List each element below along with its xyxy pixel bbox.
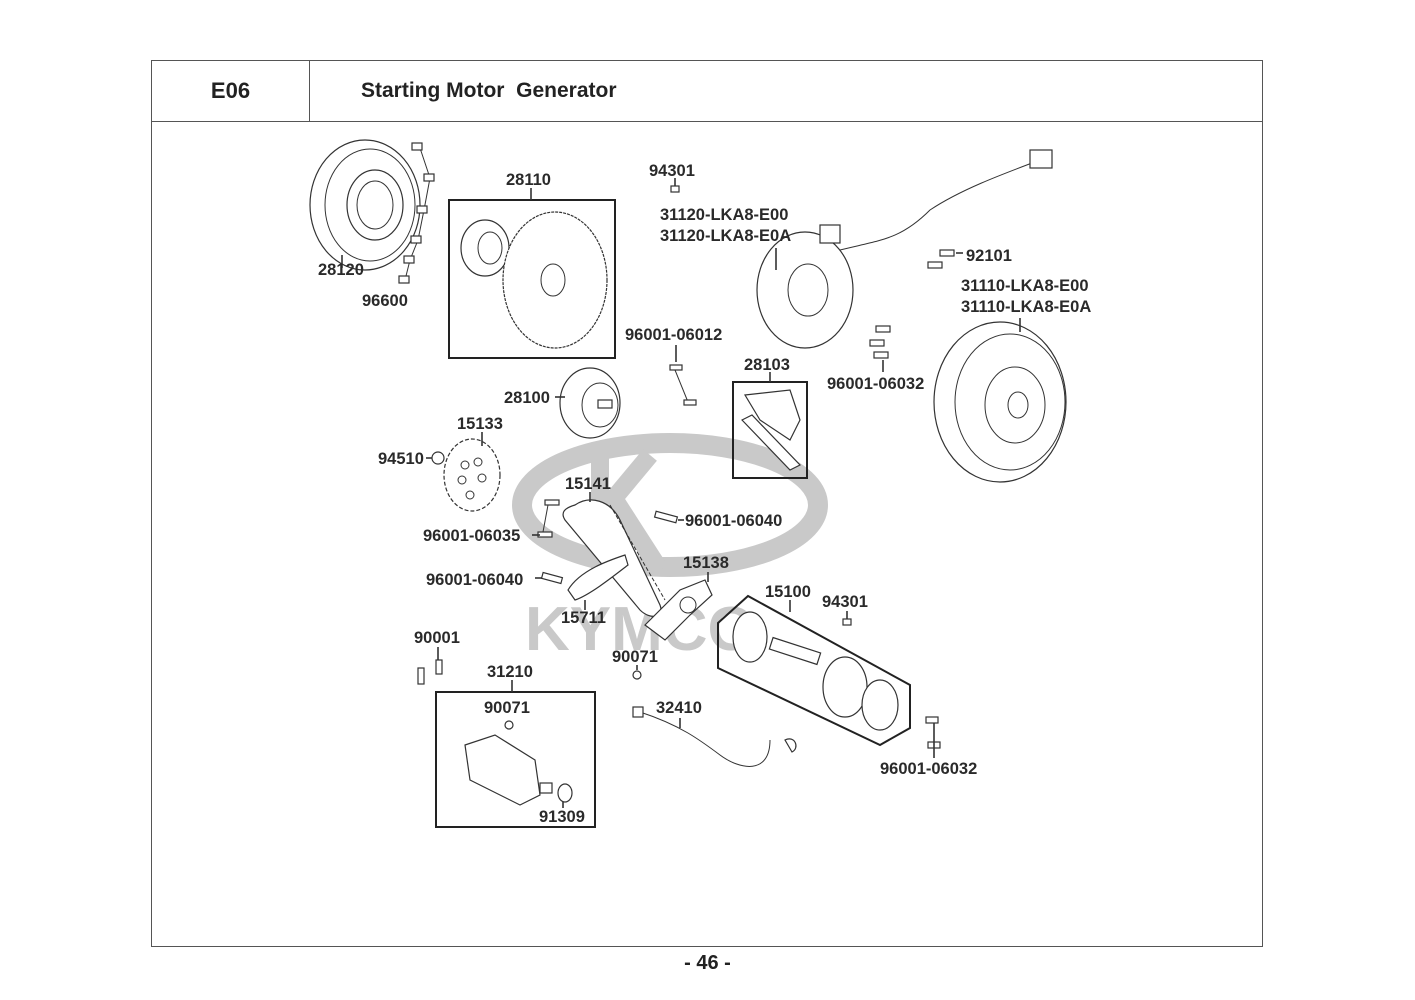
part-28103-chain-guide[interactable] xyxy=(741,389,801,471)
part-28100-hub[interactable] xyxy=(559,367,621,439)
header-divider xyxy=(151,121,1263,122)
part-label-94510[interactable]: 94510 xyxy=(378,450,424,468)
part-label-94301-bottom[interactable]: 94301 xyxy=(822,593,868,611)
part-96001-06040-bolt-left[interactable] xyxy=(540,571,564,585)
part-94510-circlip[interactable] xyxy=(431,451,445,465)
part-label-96600[interactable]: 96600 xyxy=(362,292,408,310)
part-90071-nut-mid[interactable] xyxy=(632,670,642,680)
part-label-28100[interactable]: 28100 xyxy=(504,389,550,407)
part-96001-06035-bolt[interactable] xyxy=(537,499,560,538)
part-label-28103[interactable]: 28103 xyxy=(744,356,790,374)
part-label-31110-lka8-e00[interactable]: 31110-LKA8-E00 xyxy=(961,277,1089,295)
part-label-31210[interactable]: 31210 xyxy=(487,663,533,681)
part-label-28120[interactable]: 28120 xyxy=(318,261,364,279)
part-15711-tensioner[interactable] xyxy=(567,554,629,601)
section-code: E06 xyxy=(210,78,251,103)
part-90071-nut-box[interactable] xyxy=(504,720,514,730)
part-28120-clutch-housing[interactable] xyxy=(309,139,421,271)
part-label-90071-mid[interactable]: 90071 xyxy=(612,648,658,666)
group-box-15100 xyxy=(717,594,911,747)
part-15100-starter-assembly[interactable] xyxy=(732,611,899,731)
part-label-90001[interactable]: 90001 xyxy=(414,629,460,647)
part-label-96001-06040-left[interactable]: 96001-06040 xyxy=(426,571,523,589)
part-label-94301-top[interactable]: 94301 xyxy=(649,162,695,180)
part-32410-starter-cable[interactable] xyxy=(632,706,797,767)
page-title: Starting Motor Generator xyxy=(361,79,617,102)
diagram-frame xyxy=(151,60,1263,947)
watermark-ellipse xyxy=(512,433,828,577)
part-96001-06032-bolts-bottom[interactable] xyxy=(925,716,941,749)
part-91309-o-ring[interactable] xyxy=(557,783,573,803)
part-94301-pin-top[interactable] xyxy=(670,185,680,193)
part-label-15141[interactable]: 15141 xyxy=(565,475,611,493)
part-label-15133[interactable]: 15133 xyxy=(457,415,503,433)
part-label-15711[interactable]: 15711 xyxy=(561,609,606,627)
part-96001-06040-bolt-right[interactable] xyxy=(653,510,679,524)
part-label-91309[interactable]: 91309 xyxy=(539,808,585,826)
section-code-box xyxy=(151,60,310,122)
part-label-96001-06012[interactable]: 96001-06012 xyxy=(625,326,722,344)
part-96001-06012-bolt[interactable] xyxy=(669,364,697,406)
part-label-90071-box[interactable]: 90071 xyxy=(484,699,530,717)
part-96600-bolts[interactable] xyxy=(398,142,435,284)
part-label-28110[interactable]: 28110 xyxy=(506,171,551,189)
part-label-31120-lka8-e00[interactable]: 31120-LKA8-E00 xyxy=(660,206,788,224)
part-94301-pin-bottom[interactable] xyxy=(842,618,852,626)
group-box-28110 xyxy=(448,199,616,359)
part-31120-stator[interactable] xyxy=(756,149,1053,349)
part-15138-chain-guide-bracket[interactable] xyxy=(644,579,713,641)
part-15133-sprocket[interactable] xyxy=(443,438,501,512)
part-label-15100[interactable]: 15100 xyxy=(765,583,811,601)
part-31110-flywheel[interactable] xyxy=(933,321,1067,483)
part-label-96001-06035[interactable]: 96001-06035 xyxy=(423,527,520,545)
part-92101-bolts[interactable] xyxy=(927,249,955,269)
part-label-96001-06032-top[interactable]: 96001-06032 xyxy=(827,375,924,393)
part-28110-starter-gear[interactable] xyxy=(460,211,608,349)
group-box-31210 xyxy=(435,691,596,828)
part-label-92101[interactable]: 92101 xyxy=(966,247,1012,265)
part-label-32410[interactable]: 32410 xyxy=(656,699,702,717)
part-31210-starter-motor[interactable] xyxy=(464,734,553,806)
part-96001-06032-bolts-top[interactable] xyxy=(869,325,891,359)
part-label-31120-lka8-e0a[interactable]: 31120-LKA8-E0A xyxy=(660,227,791,245)
part-90001-bolts[interactable] xyxy=(417,659,443,685)
part-label-15138[interactable]: 15138 xyxy=(683,554,729,572)
page-number: - 46 - xyxy=(684,952,731,974)
part-label-96001-06040-right[interactable]: 96001-06040 xyxy=(685,512,782,530)
part-label-31110-lka8-e0a[interactable]: 31110-LKA8-E0A xyxy=(961,298,1091,316)
part-label-96001-06032-bottom[interactable]: 96001-06032 xyxy=(880,760,977,778)
